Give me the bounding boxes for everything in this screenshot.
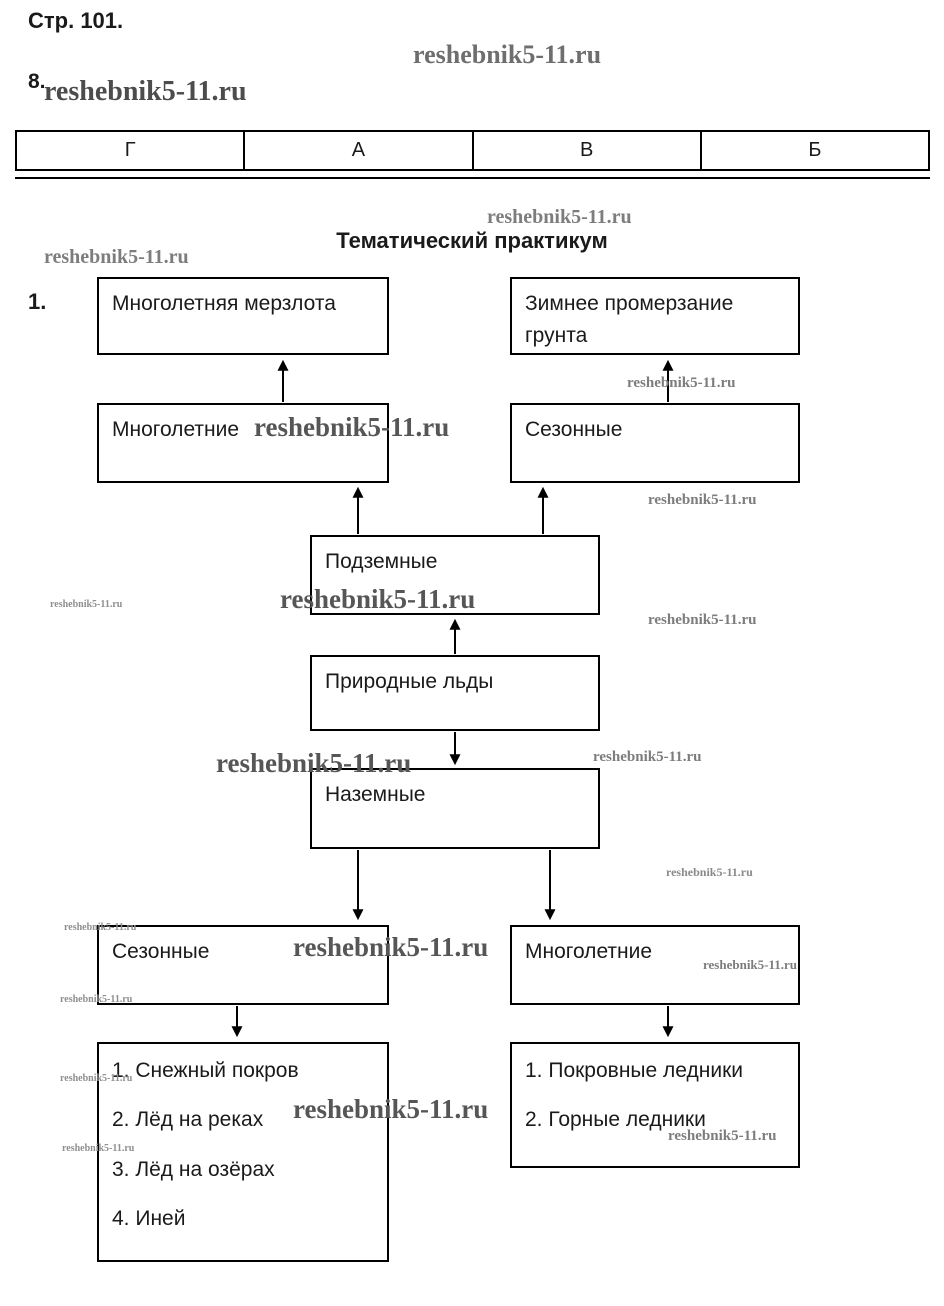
watermark: reshebnik5-11.ru (44, 76, 247, 107)
table-underline (15, 177, 930, 179)
seasonal-ice-list-box: 1. Снежный покров 2. Лёд на реках 3. Лёд… (97, 1042, 389, 1262)
answer-cell-1: Г (17, 132, 246, 169)
watermark: reshebnik5-11.ru (487, 206, 632, 228)
list-item: 1. Покровные ледники (525, 1059, 743, 1082)
page-number-label: Стр. 101. (28, 8, 124, 33)
node-root-label: Природные льды (325, 670, 494, 693)
node-surface-seasonal-label: Сезонные (112, 940, 210, 963)
node-underground: Подземные (310, 535, 600, 615)
node-surface-label: Наземные (325, 783, 426, 806)
node-underground-seasonal: Сезонные (510, 403, 800, 483)
node-surface: Наземные (310, 768, 600, 849)
answer-cell-2: А (245, 132, 474, 169)
node-underground-perennial: Многолетние (97, 403, 389, 483)
node-underground-perennial-label: Многолетние (112, 418, 240, 441)
node-surface-perennial-label: Многолетние (525, 940, 653, 963)
node-underground-label: Подземные (325, 550, 438, 573)
node-underground-seasonal-label: Сезонные (525, 418, 623, 441)
watermark: reshebnik5-11.ru (50, 599, 123, 610)
watermark: reshebnik5-11.ru (593, 749, 702, 765)
node-permafrost-label: Многолетняя мерзлота (112, 292, 336, 315)
watermark: reshebnik5-11.ru (627, 375, 736, 391)
answer-cell-3: В (474, 132, 702, 169)
watermark: reshebnik5-11.ru (648, 492, 757, 508)
task-number: 1. (28, 289, 47, 314)
perennial-ice-list-box: 1. Покровные ледники 2. Горные ледники (510, 1042, 800, 1168)
section-title: Тематический практикум (336, 228, 608, 253)
node-winter-freezing-label: Зимнее промерзание грунта (525, 292, 734, 347)
list-item: 2. Лёд на реках (112, 1108, 264, 1132)
exercise-number: 8. (28, 70, 46, 93)
answer-cell-4: Б (808, 139, 822, 161)
node-surface-seasonal: Сезонные (97, 925, 389, 1005)
list-item: 4. Иней (112, 1207, 186, 1231)
node-root-natural-ices: Природные льды (310, 655, 600, 731)
watermark: reshebnik5-11.ru (413, 40, 602, 69)
list-item: 2. Горные ледники (525, 1108, 706, 1132)
node-permafrost: Многолетняя мерзлота (97, 277, 389, 355)
list-item: 3. Лёд на озёрах (112, 1157, 275, 1181)
node-winter-freezing: Зимнее промерзание грунта (510, 277, 800, 355)
watermark: reshebnik5-11.ru (648, 612, 757, 628)
watermark: reshebnik5-11.ru (666, 865, 753, 879)
node-surface-perennial: Многолетние (510, 925, 800, 1005)
list-item: 1. Снежный покров (112, 1059, 299, 1082)
answer-table: Г А В Б (15, 130, 930, 171)
